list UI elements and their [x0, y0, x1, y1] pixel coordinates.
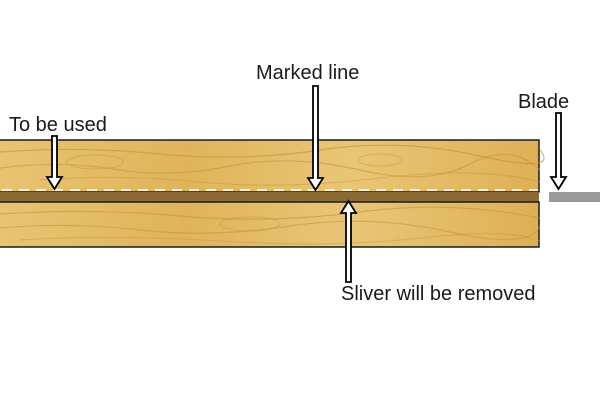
marked-line-down-arrow-icon [306, 85, 325, 192]
marked-line-label: Marked line [256, 62, 360, 84]
saw-blade [549, 192, 600, 202]
sliver-label: Sliver will be removed [341, 283, 536, 305]
to-be-used-down-arrow-icon [45, 135, 64, 191]
blade-label: Blade [518, 91, 570, 113]
to-be-used-label: To be used [9, 114, 107, 136]
upper-board [0, 139, 545, 193]
sliver-up-arrow-icon [339, 199, 358, 283]
blade-down-arrow-icon [549, 112, 568, 191]
sliver-strip [0, 192, 539, 202]
lower-board [0, 201, 541, 248]
